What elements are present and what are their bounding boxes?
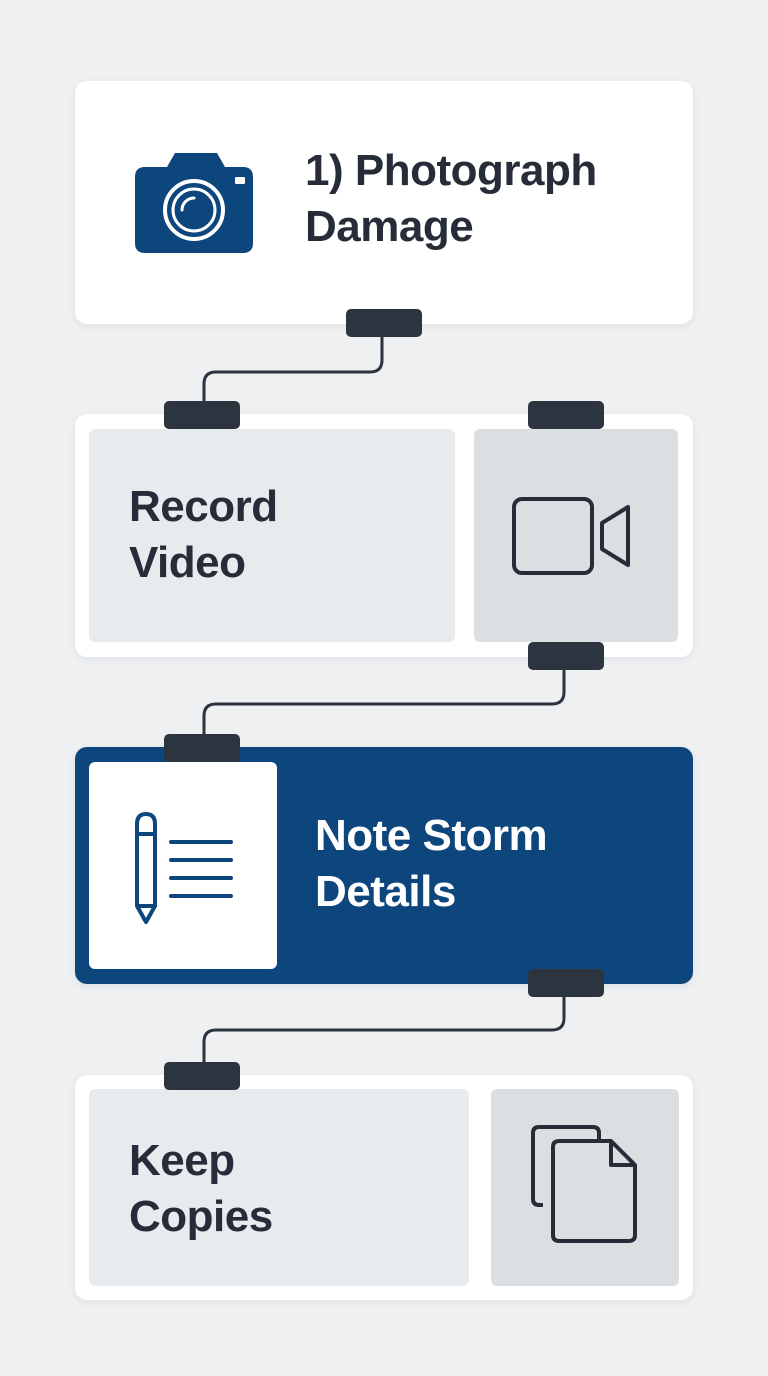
connector-tab-4-top: [164, 1062, 240, 1090]
connector-tab-2-top: [164, 401, 240, 429]
step-text-panel-copies: Keep Copies: [89, 1089, 469, 1286]
video-camera-icon: [512, 497, 630, 575]
camera-icon: [135, 153, 253, 253]
step-card-notes: Note Storm Details: [75, 747, 693, 984]
step-card-video: Record Video: [75, 414, 693, 657]
notes-pencil-icon: [135, 812, 233, 924]
step-icon-panel-copies: [491, 1089, 679, 1286]
connector-tab-3-top: [164, 734, 240, 762]
step-icon-panel-notes: [89, 762, 277, 969]
connector-tab-2-bottom: [528, 642, 604, 670]
step-card-photograph: 1) Photograph Damage: [75, 81, 693, 324]
connector-line-1-2: [202, 332, 384, 410]
connector-tab-1-bottom: [346, 309, 422, 337]
step-label-copies: Keep Copies: [129, 1136, 273, 1241]
connector-line-2-3: [202, 664, 566, 742]
step-label-notes: Note Storm Details: [315, 811, 548, 916]
step-label-photograph: 1) Photograph Damage: [305, 146, 597, 251]
step-label-video: Record Video: [129, 482, 278, 587]
connector-tab-2-top-right: [528, 401, 604, 429]
step-card-copies: Keep Copies: [75, 1075, 693, 1300]
step-icon-panel-video: [474, 429, 678, 642]
copy-documents-icon: [531, 1125, 637, 1243]
step-text-panel-video: Record Video: [89, 429, 455, 642]
connector-line-3-4: [202, 990, 566, 1068]
connector-tab-3-bottom: [528, 969, 604, 997]
